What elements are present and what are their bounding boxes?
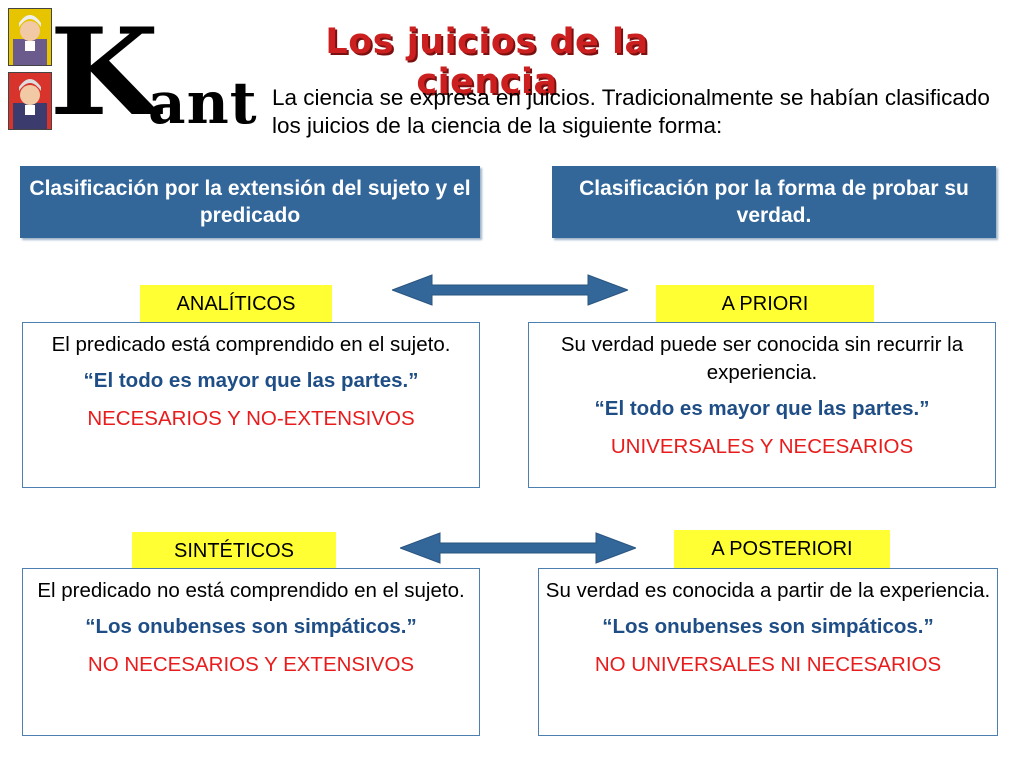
aposteriori-definition: Su verdad es conocida a partir de la exp…	[545, 579, 991, 602]
analiticos-definition: El predicado está comprendido en el suje…	[51, 333, 451, 356]
logo-k: K	[49, 2, 159, 143]
apriori-result: UNIVERSALES Y NECESARIOS	[610, 435, 914, 458]
sinteticos-example: “Los onubenses son simpáticos.”	[85, 615, 417, 638]
sinteticos-definition: El predicado no está comprendido en el s…	[37, 579, 465, 602]
card-sinteticos: El predicado no está comprendido en el s…	[22, 568, 480, 736]
aposteriori-result: NO UNIVERSALES NI NECESARIOS	[594, 653, 942, 676]
intro-text: La ciencia se expresa en juicios. Tradic…	[272, 85, 990, 138]
tag-sinteticos: SINTÉTICOS	[132, 532, 336, 570]
header-truth: Clasificación por la forma de probar su …	[552, 166, 996, 238]
header-extension: Clasificación por la extensión del sujet…	[20, 166, 480, 238]
page-title: Los juicios de la ciencia	[325, 22, 649, 102]
card-aposteriori: Su verdad es conocida a partir de la exp…	[538, 568, 998, 736]
analiticos-result: NECESARIOS Y NO-EXTENSIVOS	[87, 407, 415, 430]
tag-analiticos: ANALÍTICOS	[140, 285, 332, 323]
analiticos-example: “El todo es mayor que las partes.”	[83, 369, 419, 392]
aposteriori-example: “Los onubenses son simpáticos.”	[602, 615, 934, 638]
logo-ant: ant	[148, 69, 258, 137]
tag-aposteriori: A POSTERIORI	[674, 530, 890, 568]
kant-portrait-top	[8, 8, 52, 66]
tag-apriori: A PRIORI	[656, 285, 874, 323]
apriori-example: “El todo es mayor que las partes.”	[594, 397, 930, 420]
apriori-definition: Su verdad puede ser conocida sin recurri…	[560, 333, 964, 384]
double-arrow-bottom	[400, 532, 636, 564]
card-apriori: Su verdad puede ser conocida sin recurri…	[528, 322, 996, 488]
double-arrow-top	[392, 274, 628, 306]
card-analiticos: El predicado está comprendido en el suje…	[22, 322, 480, 488]
kant-portrait-bottom	[8, 72, 52, 130]
sinteticos-result: NO NECESARIOS Y EXTENSIVOS	[87, 653, 415, 676]
